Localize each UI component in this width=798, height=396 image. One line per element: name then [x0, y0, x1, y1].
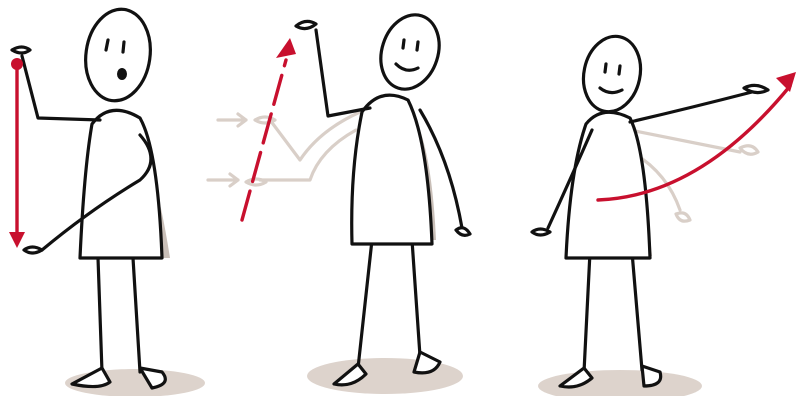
head-3: [577, 31, 648, 117]
arrow-head-down-1: [9, 232, 25, 248]
leg-left-1: [98, 258, 102, 372]
hand-raised-1: [12, 47, 30, 53]
foot-right-3: [642, 366, 661, 386]
eye-left-3: [605, 64, 606, 72]
ghost-arm-lower-2: [260, 130, 356, 180]
hand-down-3: [532, 229, 550, 235]
ghost-arm-upper-3: [630, 130, 740, 152]
hand-down-2: [456, 228, 470, 236]
eye-left-2: [403, 40, 404, 48]
leg-right-2: [412, 240, 420, 356]
eye-right-3: [619, 66, 620, 74]
foot-right-2: [414, 352, 440, 373]
ghost-hand-upper-2: [255, 117, 275, 123]
ghost-arrow-lower-2: [208, 174, 238, 186]
figure-1: [9, 5, 205, 396]
ghost-hand-lower-2: [246, 179, 266, 185]
eye-right-2: [417, 42, 418, 50]
hand-raised-2: [296, 21, 316, 28]
mouth-surprised-1: [117, 68, 127, 80]
hand-extended-3: [744, 85, 768, 92]
eye-left-1: [106, 40, 108, 50]
eye-right-1: [123, 42, 124, 52]
body-2: [352, 95, 432, 244]
leg-right-1: [133, 258, 140, 372]
figure-3: [532, 31, 796, 396]
hand-lowered-1: [24, 247, 42, 253]
leg-left-2: [358, 240, 372, 368]
arm-raised-2: [316, 30, 370, 116]
head-2: [372, 7, 449, 97]
body-1: [80, 110, 162, 258]
head-1: [80, 5, 156, 105]
arm-extended-3: [630, 92, 752, 122]
leg-left-3: [584, 252, 590, 372]
arrow-diagonal-2: [242, 60, 286, 220]
ghost-hand-lower-3: [676, 213, 690, 221]
arrow-head-up-2: [276, 38, 296, 58]
body-3: [566, 112, 650, 258]
figure-2: [208, 7, 470, 394]
leg-right-3: [632, 252, 642, 370]
ghost-arrow-upper-2: [218, 114, 246, 126]
ghost-hand-upper-3: [740, 146, 758, 155]
